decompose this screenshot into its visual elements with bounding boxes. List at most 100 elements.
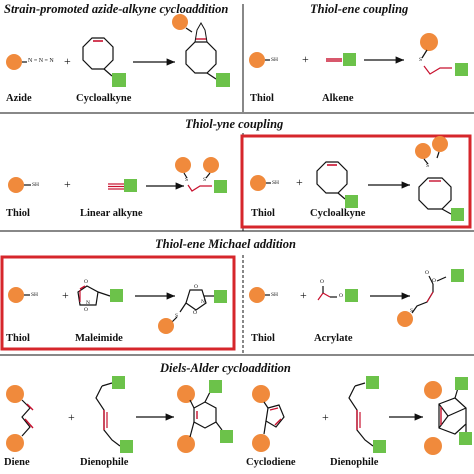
green-square: [216, 73, 230, 87]
nitrogen-atom: N: [201, 299, 205, 305]
oxygen-atom: O: [425, 270, 429, 276]
oxygen-atom: O: [339, 293, 343, 299]
product-ring: [418, 177, 452, 210]
oxygen-atom: O: [194, 284, 198, 290]
label-cycloalkyne: Cycloalkyne: [76, 93, 132, 104]
orange-sphere: [250, 175, 266, 191]
orange-sphere: [6, 434, 24, 452]
green-square: [459, 432, 472, 445]
michael-maleimide-reaction: [8, 285, 227, 334]
orange-sphere: [158, 318, 174, 334]
label-cyclodiene: Cyclodiene: [246, 457, 296, 468]
green-square: [214, 180, 227, 193]
plus-sign: +: [300, 288, 307, 302]
sh-group: SH: [272, 180, 280, 186]
triazole-ring: [194, 21, 208, 43]
thiol-ene-reaction: [249, 33, 468, 76]
orange-sphere: [177, 435, 195, 453]
sh-group: SH: [32, 182, 40, 188]
green-square: [455, 63, 468, 76]
orange-sphere: [8, 287, 24, 303]
plus-sign: +: [296, 175, 303, 189]
title-thiol-yne: Thiol-yne coupling: [185, 117, 284, 131]
label-alkene: Alkene: [322, 93, 354, 104]
green-square: [112, 376, 125, 389]
label-linear-alkyne: Linear alkyne: [80, 208, 143, 219]
green-square: [373, 440, 386, 453]
green-square: [343, 53, 356, 66]
label-maleimide: Maleimide: [75, 333, 123, 344]
green-square: [451, 208, 464, 221]
oxygen-atom: O: [320, 279, 324, 285]
orange-sphere: [6, 54, 22, 70]
oxygen-atom: O: [193, 310, 197, 316]
sulfur-atom: S: [185, 177, 189, 183]
orange-sphere: [203, 157, 219, 173]
product-ring: [185, 41, 217, 74]
green-square: [112, 73, 126, 87]
green-square: [451, 269, 464, 282]
plus-sign: +: [62, 288, 69, 302]
sh-group: SH: [271, 292, 279, 298]
green-square: [220, 430, 233, 443]
diels-alder-cyclic-reaction: [252, 376, 472, 455]
highlight-box-thiol-maleimide: [0, 255, 236, 351]
thiol-yne-linear-reaction: [8, 157, 227, 193]
label-thiol: Thiol: [6, 208, 30, 219]
green-square: [110, 289, 123, 302]
orange-sphere: [415, 143, 431, 159]
green-square: [345, 195, 358, 208]
oxygen-atom: O: [432, 278, 436, 284]
orange-sphere: [8, 177, 24, 193]
oxygen-atom: O: [84, 279, 88, 285]
orange-sphere: [424, 437, 442, 455]
orange-sphere: [252, 385, 270, 403]
green-square: [124, 179, 137, 192]
thiol-yne-cycloalkyne-reaction: [250, 136, 464, 221]
label-azide: Azide: [6, 93, 32, 104]
label-diene: Diene: [4, 457, 30, 468]
title-michael: Thiol-ene Michael addition: [155, 237, 296, 251]
cyclooctyne-ring: [82, 37, 114, 70]
orange-sphere: [249, 52, 265, 68]
title-thiol-ene: Thiol-ene coupling: [310, 2, 409, 16]
plus-sign: +: [64, 54, 71, 68]
orange-sphere: [6, 385, 24, 403]
green-square: [209, 380, 222, 393]
label-thiol: Thiol: [6, 333, 30, 344]
sh-group: SH: [31, 292, 39, 298]
orange-sphere: [424, 381, 442, 399]
title-spaac: Strain-promoted azide-alkyne cycloadditi…: [4, 2, 229, 16]
plus-sign: +: [64, 177, 71, 191]
green-square: [120, 440, 133, 453]
title-diels-alder: Diels-Alder cycloaddition: [160, 361, 291, 375]
orange-sphere: [172, 14, 188, 30]
orange-sphere: [432, 136, 448, 152]
diels-alder-linear-reaction: [6, 376, 233, 453]
sulfur-atom: S: [175, 313, 179, 319]
plus-sign: +: [302, 52, 309, 66]
orange-sphere: [177, 385, 195, 403]
orange-sphere: [397, 311, 413, 327]
plus-sign: +: [322, 410, 329, 424]
highlight-box-thiol-cycloalkyne: [240, 134, 472, 229]
sulfur-atom: S: [426, 163, 430, 169]
nitrogen-atom: N: [86, 300, 90, 306]
spaac-reaction: [6, 14, 230, 87]
green-square: [214, 290, 227, 303]
orange-sphere: [175, 157, 191, 173]
green-square: [455, 377, 468, 390]
green-square: [366, 376, 379, 389]
label-dienophile: Dienophile: [80, 457, 129, 468]
plus-sign: +: [68, 410, 75, 424]
orange-sphere: [252, 434, 270, 452]
sulfur-atom: S: [410, 308, 414, 314]
norbornene-cage: [438, 397, 467, 435]
cyclooctyne-ring: [316, 161, 348, 194]
michael-acrylate-reaction: [249, 269, 464, 327]
sulfur-atom: S: [419, 57, 423, 63]
succinimide-ring: [185, 289, 207, 311]
label-thiol: Thiol: [251, 333, 275, 344]
label-thiol: Thiol: [250, 93, 274, 104]
